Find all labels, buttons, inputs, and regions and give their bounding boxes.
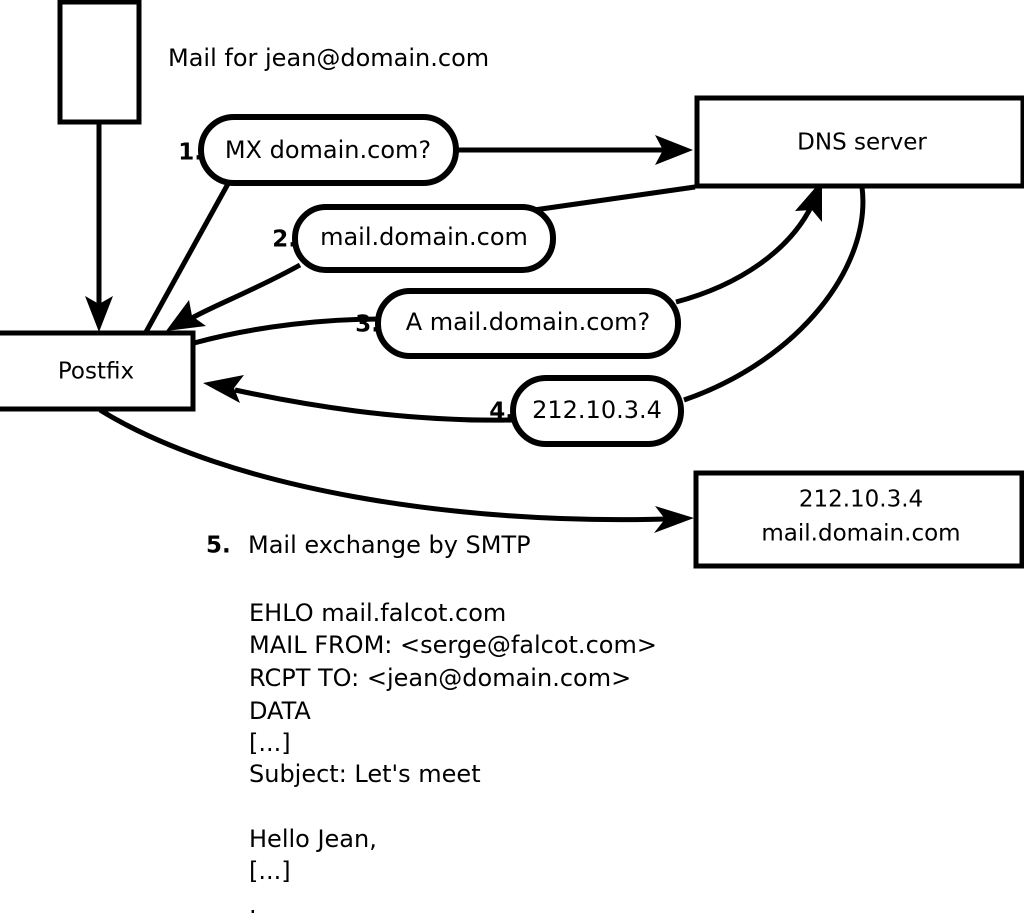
edge-step1-to-dns: [458, 135, 693, 165]
step-5-label: Mail exchange by SMTP: [248, 531, 531, 559]
edge-step3-to-dns: [675, 180, 822, 305]
step-4-number: 4.: [489, 399, 514, 425]
edge-step4-to-postfix: [203, 375, 513, 423]
step-5-number: 5.: [206, 533, 231, 559]
transcript-line: Subject: Let's meet: [249, 760, 481, 788]
transcript-line: MAIL FROM: <serge@falcot.com>: [249, 631, 657, 659]
step-4-label: 212.10.3.4: [532, 396, 662, 424]
node-mail-server-ip: 212.10.3.4: [799, 487, 923, 513]
edge-client-to-postfix: [85, 124, 113, 332]
mail-for-caption: Mail for jean@domain.com: [168, 44, 489, 72]
smtp-transcript: EHLO mail.falcot.com MAIL FROM: <serge@f…: [249, 599, 657, 919]
step-2-label: mail.domain.com: [320, 223, 528, 251]
edge-step2-to-postfix: [166, 262, 302, 331]
step-2-bubble[interactable]: mail.domain.com: [292, 204, 556, 273]
transcript-line: [...]: [249, 729, 291, 757]
step-2-number: 2.: [272, 227, 297, 253]
edge-postfix-to-mailserver: [98, 407, 694, 533]
edge-dns-to-step2: [519, 184, 696, 215]
step-1-number: 1.: [178, 140, 203, 166]
node-dns-server-label: DNS server: [797, 130, 927, 156]
node-dns-server[interactable]: DNS server: [694, 95, 1024, 189]
node-mail-server[interactable]: 212.10.3.4 mail.domain.com: [693, 470, 1024, 569]
edge-postfix-to-step3: [193, 316, 381, 346]
transcript-line: Hello Jean,: [249, 825, 377, 853]
step-3-label: A mail.domain.com?: [406, 308, 651, 336]
step-4-bubble[interactable]: 212.10.3.4: [510, 375, 684, 447]
transcript-line: EHLO mail.falcot.com: [249, 599, 506, 627]
node-postfix[interactable]: Postfix: [0, 330, 196, 412]
node-mail-server-host: mail.domain.com: [761, 521, 960, 547]
edge-dns-to-step4: [683, 186, 866, 403]
node-postfix-label: Postfix: [58, 359, 134, 385]
step-3-number: 3.: [355, 312, 380, 338]
transcript-line: [...]: [249, 857, 291, 885]
transcript-line: DATA: [249, 697, 311, 725]
step-1-bubble[interactable]: MX domain.com?: [198, 114, 459, 186]
transcript-line: RCPT TO: <jean@domain.com>: [249, 664, 631, 692]
transcript-line: .: [249, 891, 257, 919]
node-client[interactable]: [57, 0, 142, 125]
step-3-bubble[interactable]: A mail.domain.com?: [375, 288, 681, 359]
edge-step1-to-postfix: [143, 180, 232, 334]
step-1-label: MX domain.com?: [225, 136, 431, 164]
